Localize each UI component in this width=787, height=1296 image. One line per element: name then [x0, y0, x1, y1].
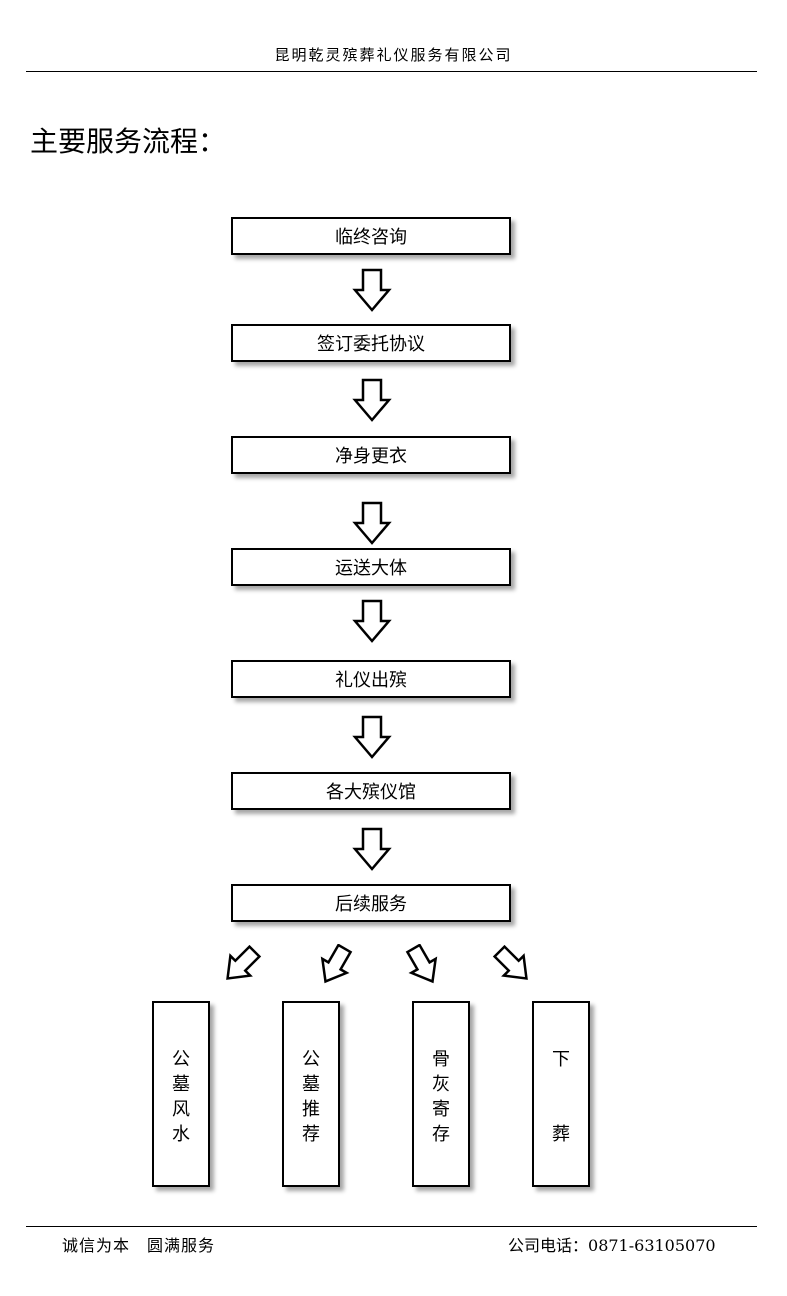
sub-service-cemetery-recommend: 公 墓 推 荐 — [282, 1001, 340, 1187]
down-left-arrow-icon — [226, 944, 262, 980]
vertical-char: 存 — [432, 1124, 450, 1145]
phone-number: 0871-63105070 — [588, 1236, 716, 1255]
down-arrow-icon — [352, 501, 392, 545]
header-divider — [26, 71, 757, 72]
flow-step-follow-up-service: 后续服务 — [231, 884, 511, 922]
vertical-char: 风 — [172, 1099, 190, 1120]
down-arrow-icon — [352, 378, 392, 422]
vertical-char: 荐 — [302, 1124, 320, 1145]
down-right-arrow-icon — [492, 944, 528, 980]
vertical-char: 下 — [552, 1049, 570, 1070]
vertical-char: 灰 — [432, 1074, 450, 1095]
flow-step-wash-dress: 净身更衣 — [231, 436, 511, 474]
vertical-char: 墓 — [172, 1074, 190, 1095]
footer-divider — [26, 1226, 757, 1227]
down-arrow-icon — [352, 268, 392, 312]
vertical-char: 推 — [302, 1099, 320, 1120]
vertical-char: 水 — [172, 1124, 190, 1145]
footer-slogan: 诚信为本 圆满服务 — [62, 1236, 216, 1255]
section-title: 主要服务流程： — [30, 125, 227, 158]
sub-service-cemetery-fengshui: 公 墓 风 水 — [152, 1001, 210, 1187]
sub-service-ash-storage: 骨 灰 寄 存 — [412, 1001, 470, 1187]
flow-step-funeral-homes: 各大殡仪馆 — [231, 772, 511, 810]
sub-service-burial: 下 葬 — [532, 1001, 590, 1187]
flow-step-sign-agreement: 签订委托协议 — [231, 324, 511, 362]
down-arrow-icon — [352, 599, 392, 643]
footer-phone: 公司电话：0871-63105070 — [508, 1232, 716, 1256]
down-arrow-icon — [352, 827, 392, 871]
vertical-char: 公 — [172, 1049, 190, 1070]
vertical-char: 墓 — [302, 1074, 320, 1095]
vertical-char: 葬 — [552, 1124, 570, 1145]
down-left-arrow-icon — [320, 944, 353, 984]
flow-step-funeral-procession: 礼仪出殡 — [231, 660, 511, 698]
phone-label: 公司电话： — [508, 1236, 589, 1255]
vertical-char: 骨 — [432, 1049, 450, 1070]
down-right-arrow-icon — [405, 944, 438, 984]
flow-step-transport: 运送大体 — [231, 548, 511, 586]
company-header-title: 昆明乾灵殡葬礼仪服务有限公司 — [274, 46, 513, 64]
vertical-char: 公 — [302, 1049, 320, 1070]
vertical-char: 寄 — [432, 1099, 450, 1120]
down-arrow-icon — [352, 715, 392, 759]
flow-step-consultation: 临终咨询 — [231, 217, 511, 255]
